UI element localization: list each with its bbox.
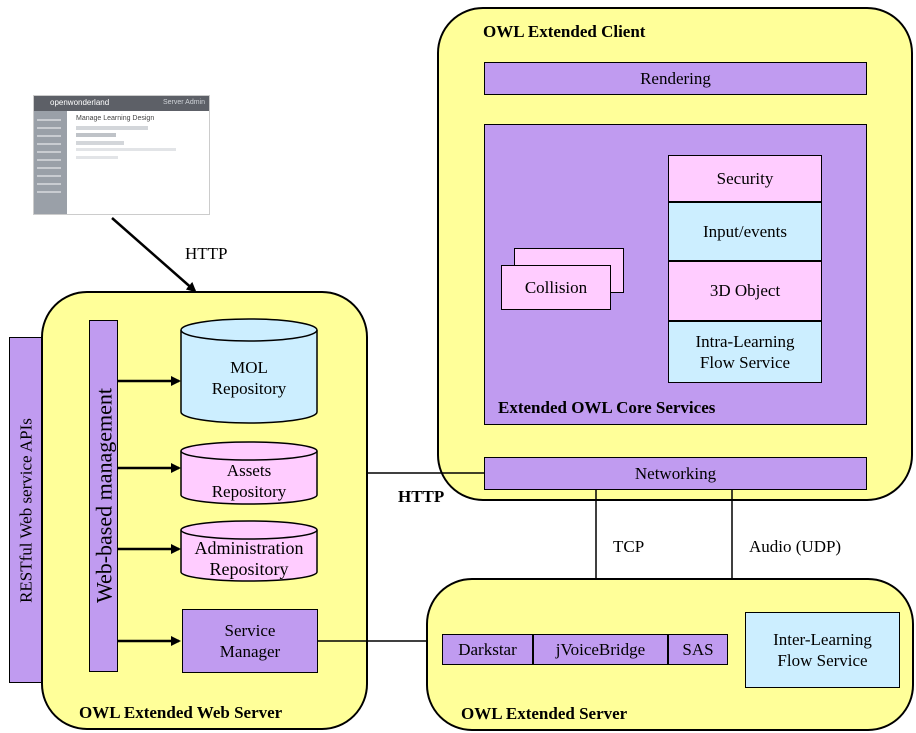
security-box: Security [668,155,822,202]
administration-repository-cylinder [180,520,318,582]
service-manager-line1: Service [224,620,276,640]
core-services-title: Extended OWL Core Services [498,398,716,417]
service-manager-line2: Manager [219,642,281,661]
admin-line1: Administration [194,538,304,559]
sas-box: SAS [668,634,728,665]
mol-line2: Repository [211,379,287,398]
assets-line1: Assets [226,460,272,480]
input-events-box: Input/events [668,202,822,261]
restful-apis-bar [9,337,42,683]
mol-repository-label: MOL Repository [181,350,317,406]
screenshot-header-bar [34,96,209,111]
intra-learning-line1: Intra-Learning [695,331,795,351]
assets-repository-cylinder [180,441,318,505]
screenshot-sidebar [34,111,67,214]
networking-box: Networking [484,457,867,490]
inter-learning-line2: Flow Service [777,651,868,670]
http-top-label: HTTP [185,244,228,263]
darkstar-box: Darkstar [442,634,533,665]
3d-object-box: 3D Object [668,261,822,321]
assets-repository-label: Assets Repository [181,459,317,503]
collision-box: Collision [501,265,611,310]
http-arrow-top [111,217,197,293]
intra-learning-flow-service-box: Intra-Learning Flow Service [668,321,822,383]
screenshot-admin-label: Server Admin [162,99,205,106]
web-server-title: OWL Extended Web Server [79,703,283,722]
http-link-label: HTTP [398,487,445,506]
tcp-label: TCP [613,537,645,556]
web-admin-screenshot: openwonderland Server Admin Manage Learn… [33,95,210,215]
mol-line1: MOL [230,357,268,377]
rendering-box: Rendering [484,62,867,95]
admin-line2: Repository [209,559,289,579]
audio-udp-label: Audio (UDP) [749,537,842,556]
web-management-bar [89,320,118,672]
mol-repository-cylinder [180,318,318,424]
administration-repository-label: Administration Repository [179,537,319,581]
client-title: OWL Extended Client [483,22,646,41]
screenshot-page-title: Manage Learning Design [76,115,155,122]
inter-learning-line1: Inter-Learning [773,629,872,649]
jvoicebridge-box: jVoiceBridge [533,634,668,665]
inter-learning-flow-service-box: Inter-Learning Flow Service [745,612,900,688]
assets-line2: Repository [211,482,287,501]
screenshot-logo: openwonderland [50,98,110,107]
server-title: OWL Extended Server [461,704,628,723]
intra-learning-line2: Flow Service [699,353,791,372]
service-manager-box: Service Manager [182,609,318,673]
